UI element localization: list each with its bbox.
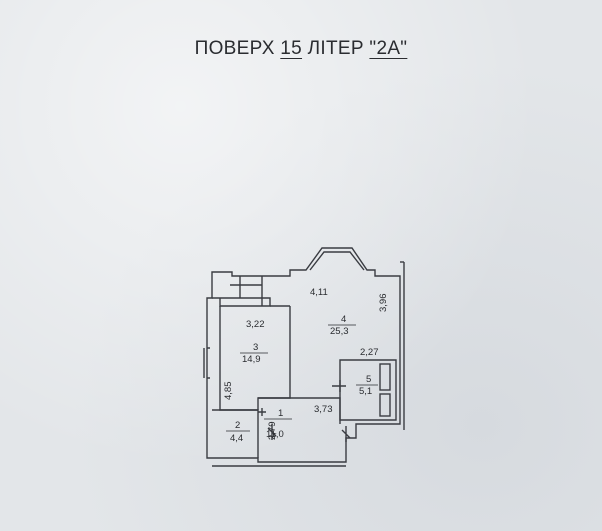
liter-value: "2А": [369, 38, 408, 59]
page-title: ПОВЕРХ 15 ЛІТЕР "2А": [0, 38, 602, 60]
plan-walls: [203, 247, 405, 467]
door-mark-2: [258, 408, 266, 416]
room-3-area: 14,9: [242, 354, 261, 365]
floor-word: ПОВЕРХ: [194, 38, 275, 59]
room-5-wall: [339, 359, 397, 421]
room-2-area: 4,4: [230, 433, 243, 444]
dim-4-11: 4,11: [310, 287, 328, 298]
window-room-3: [203, 347, 210, 379]
dimension-labels: 4,11 3,96 3,22 2,27 4,85 3,73 2,79: [223, 287, 389, 440]
dim-3-73: 3,73: [314, 404, 333, 415]
loggia-lines: [230, 276, 263, 306]
liter-word: ЛІТЕР: [307, 38, 364, 59]
room-4-number: 4: [341, 314, 346, 325]
room-1-number: 1: [278, 408, 283, 419]
dim-4-85: 4,85: [223, 382, 234, 401]
door-mark-5: [332, 380, 346, 392]
dim-3-22: 3,22: [246, 319, 265, 330]
room-1-area: 11,0: [266, 429, 284, 440]
floor-number: 15: [280, 38, 303, 59]
room-5-number: 5: [366, 374, 371, 385]
dim-2-79: 2,79: [267, 422, 278, 441]
bath-fixture-bottom: [379, 393, 391, 417]
room-3-number: 3: [253, 342, 258, 353]
door-mark-entry: [341, 426, 351, 442]
room-4-area: 25,3: [330, 326, 349, 337]
room-2-number: 2: [235, 420, 240, 431]
room-labels: 1 11,0 2 4,4 3 14,9 4 25,3 5 5,1: [226, 314, 378, 444]
room-2-wall: [212, 409, 259, 458]
outer-wall: [206, 247, 401, 463]
dim-2-27: 2,27: [360, 347, 379, 358]
room-5-area: 5,1: [359, 386, 372, 397]
door-mark-1: [267, 424, 277, 440]
dim-3-96: 3,96: [378, 294, 389, 313]
bath-fixture-top: [379, 363, 391, 391]
bay-window-inner: [309, 251, 365, 271]
